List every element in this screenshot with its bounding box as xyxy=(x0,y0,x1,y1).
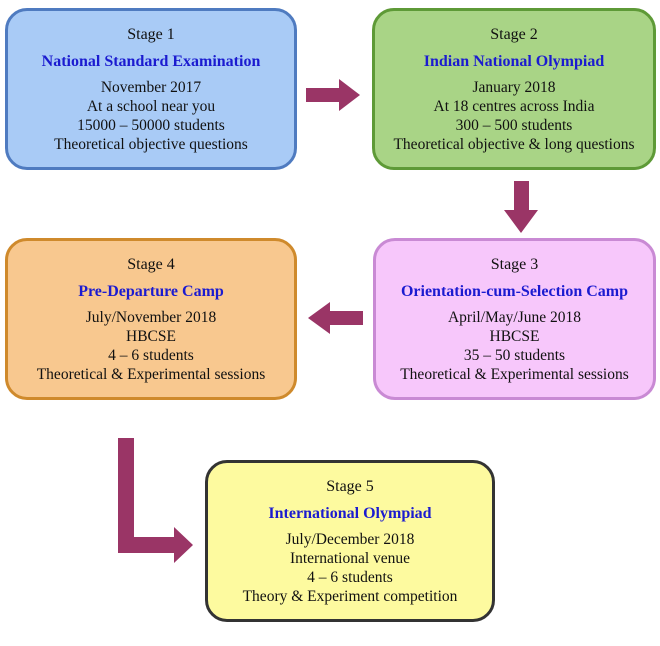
stage-1-title: National Standard Examination xyxy=(41,53,261,70)
stage-3-date: April/May/June 2018 xyxy=(447,309,582,326)
stage-2-date: January 2018 xyxy=(472,79,556,96)
stage-4-format: Theoretical & Experimental sessions xyxy=(36,366,266,383)
stage-1-box: Stage 1 National Standard Examination No… xyxy=(5,8,297,170)
stage-2-title: Indian National Olympiad xyxy=(423,53,605,70)
stage-1-date: November 2017 xyxy=(100,79,202,96)
stage-1-participants: 15000 – 50000 students xyxy=(77,117,225,134)
stage-4-title: Pre-Departure Camp xyxy=(78,283,224,300)
stage-2-header: Stage 2 xyxy=(490,26,538,43)
stage-4-participants: 4 – 6 students xyxy=(108,347,194,364)
stage-4-box: Stage 4 Pre-Departure Camp July/November… xyxy=(5,238,297,400)
arrow-stage3-to-stage4 xyxy=(308,302,363,334)
stage-3-header: Stage 3 xyxy=(490,256,539,273)
stage-5-format: Theory & Experiment competition xyxy=(242,588,458,605)
stage-2-venue: At 18 centres across India xyxy=(433,98,595,115)
stage-5-venue: International venue xyxy=(289,550,411,567)
stage-4-header: Stage 4 xyxy=(127,256,175,273)
stage-4-venue: HBCSE xyxy=(126,328,176,345)
stage-1-format: Theoretical objective questions xyxy=(54,136,248,153)
stage-2-box: Stage 2 Indian National Olympiad January… xyxy=(372,8,656,170)
stage-5-header: Stage 5 xyxy=(326,478,374,495)
arrow-stage1-to-stage2 xyxy=(306,79,360,111)
stage-4-date: July/November 2018 xyxy=(85,309,217,326)
stage-2-format: Theoretical objective & long questions xyxy=(393,136,635,153)
stage-1-venue: At a school near you xyxy=(86,98,216,115)
arrow-stage2-to-stage3 xyxy=(504,181,538,233)
stage-3-box: Stage 3 Orientation-cum-Selection Camp A… xyxy=(373,238,656,400)
stage-3-title: Orientation-cum-Selection Camp xyxy=(400,283,629,300)
stage-2-participants: 300 – 500 students xyxy=(455,117,573,134)
stage-1-header: Stage 1 xyxy=(127,26,175,43)
stage-5-title: International Olympiad xyxy=(268,505,432,522)
stage-3-format: Theoretical & Experimental sessions xyxy=(400,366,629,383)
stage-5-box: Stage 5 International Olympiad July/Dece… xyxy=(205,460,495,622)
stage-5-participants: 4 – 6 students xyxy=(307,569,393,586)
arrow-stage4-to-stage5 xyxy=(118,438,193,563)
stage-5-date: July/December 2018 xyxy=(285,531,415,548)
stage-3-venue: HBCSE xyxy=(489,328,540,345)
stage-3-participants: 35 – 50 students xyxy=(463,347,566,364)
